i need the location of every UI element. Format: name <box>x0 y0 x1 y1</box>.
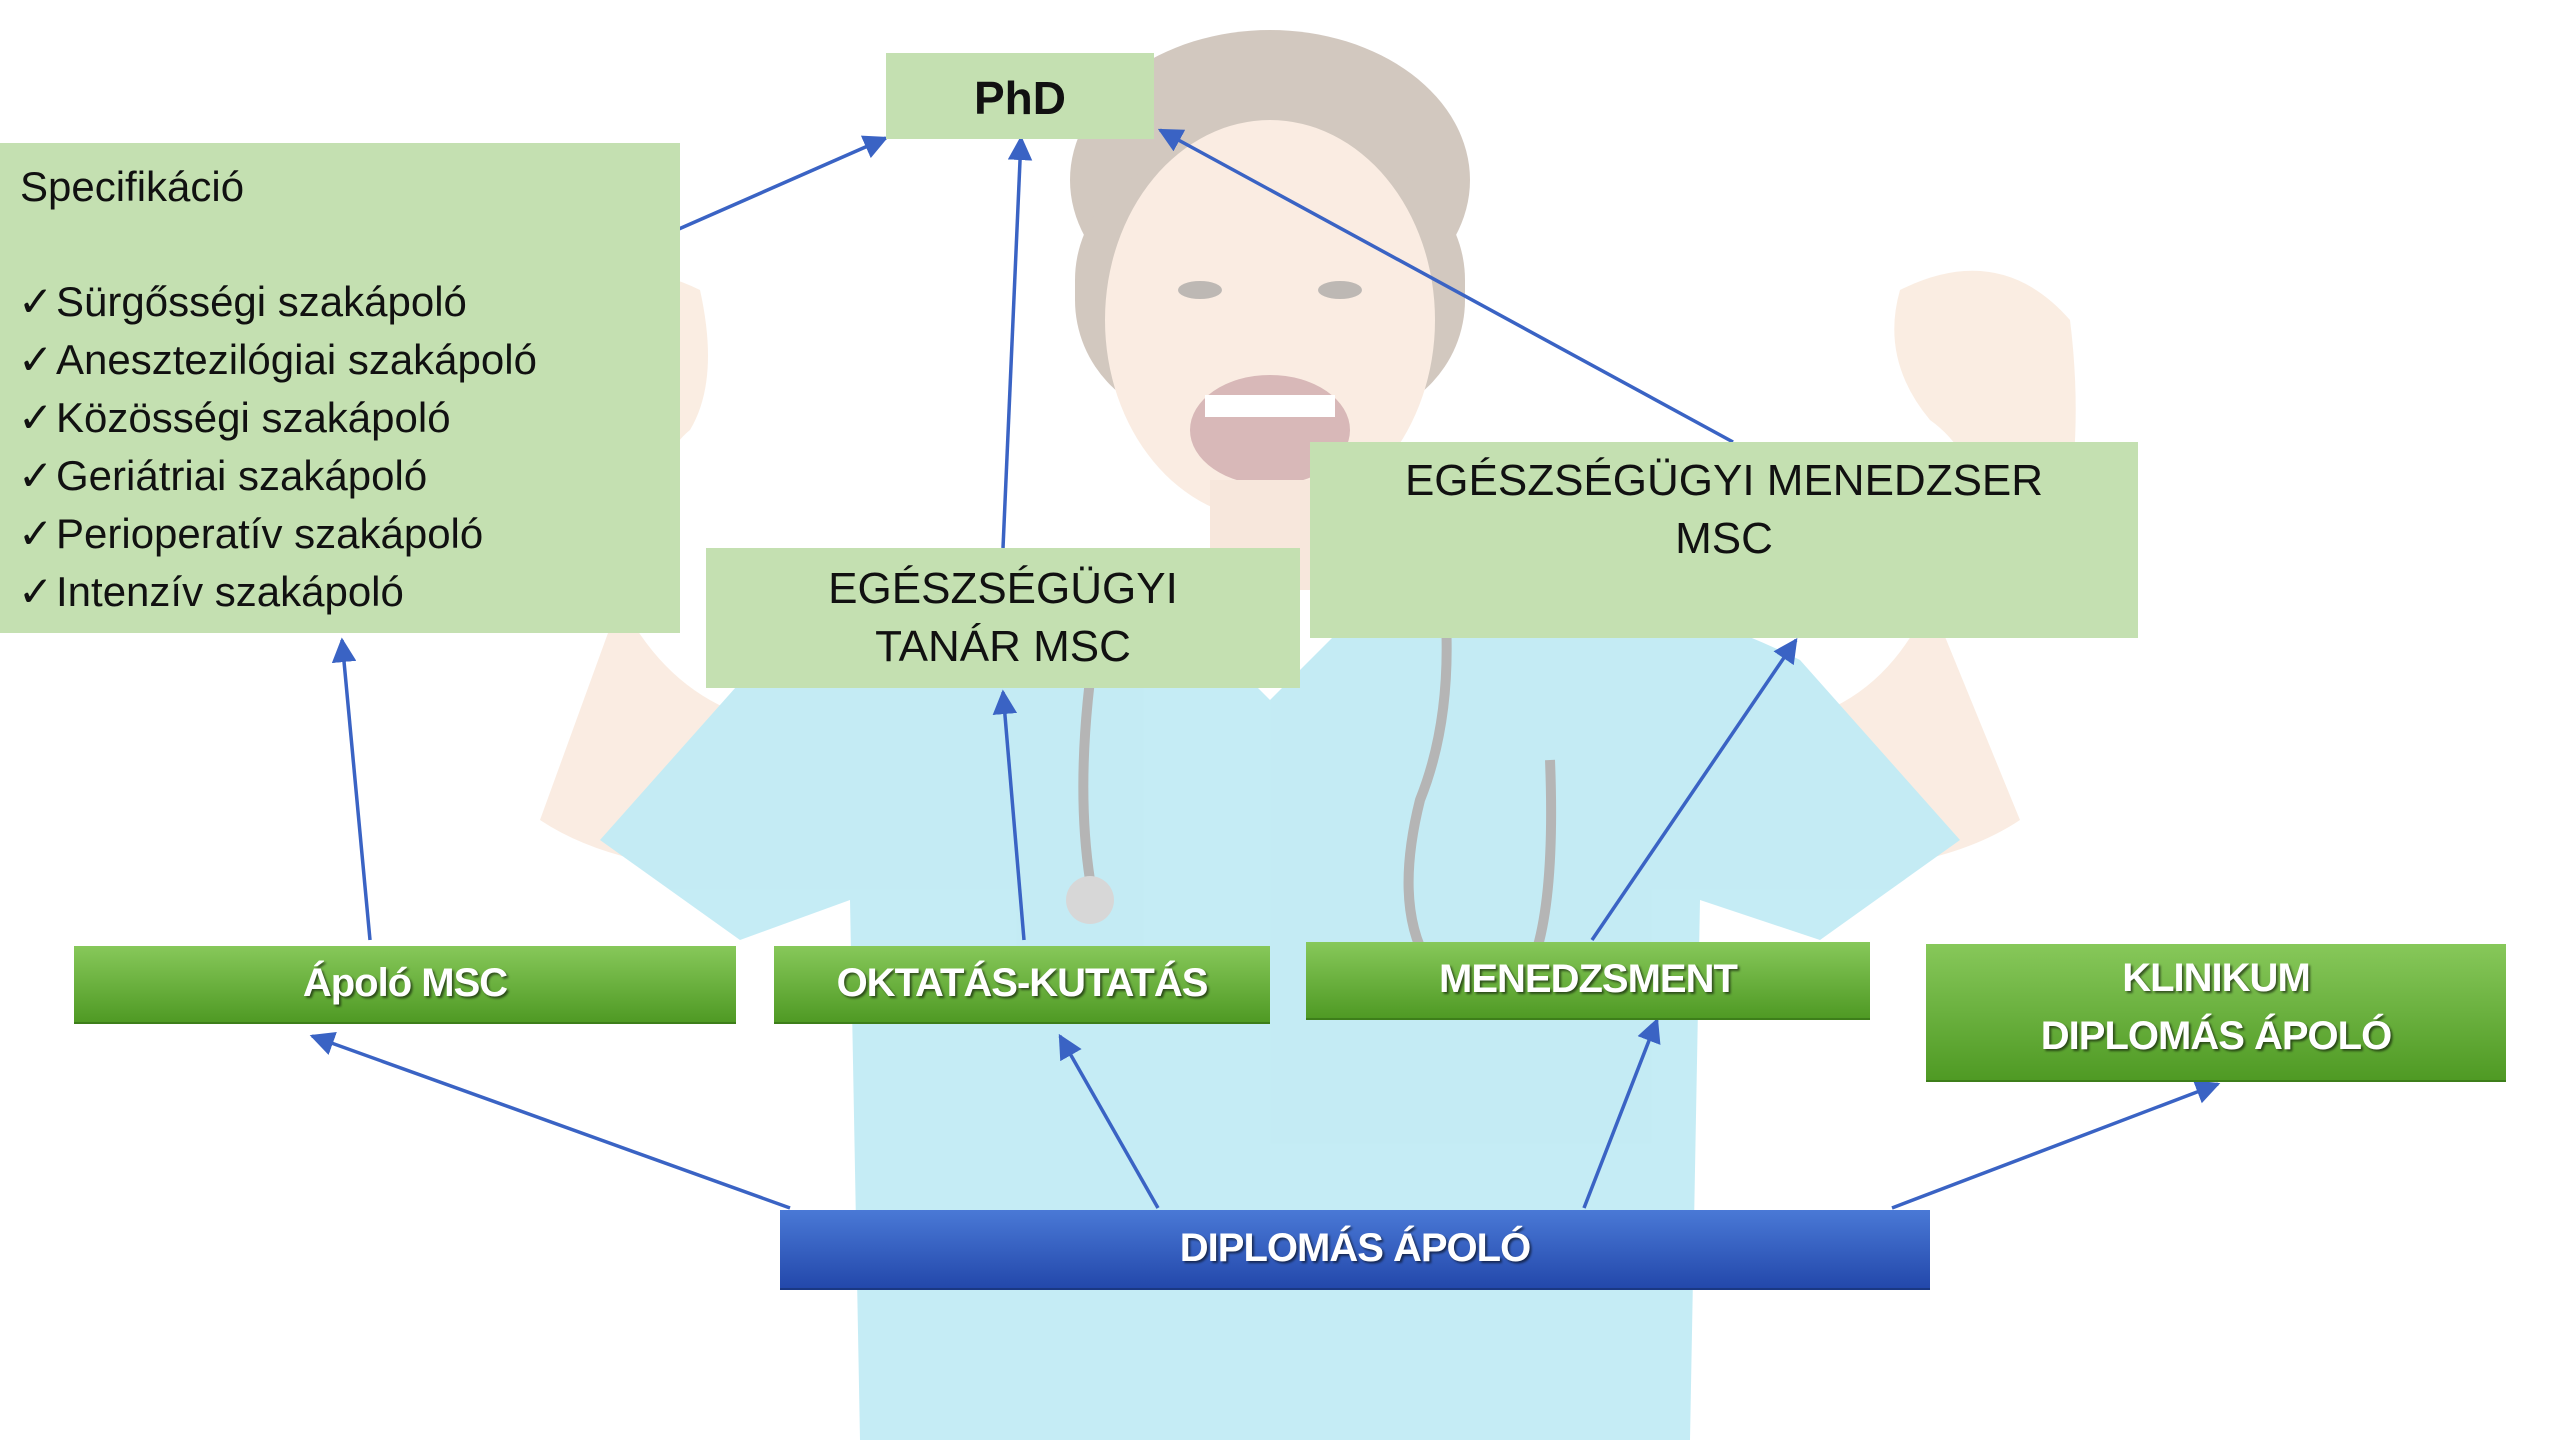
check-icon: ✓ <box>18 568 54 615</box>
specification-list: ✓Sürgősségi szakápoló ✓Anesztezilógiai s… <box>18 273 537 621</box>
diplomas-apolo-label: DIPLOMÁS ÁPOLÓ <box>1179 1226 1531 1270</box>
specification-box: Specifikáció ✓Sürgősségi szakápoló ✓Anes… <box>0 143 680 633</box>
menedzsment-label: MENEDZSMENT <box>1439 957 1738 1001</box>
menedzsment-box: MENEDZSMENT <box>1306 942 1870 1020</box>
list-item: ✓Anesztezilógiai szakápoló <box>18 331 537 389</box>
list-item: ✓Intenzív szakápoló <box>18 563 537 621</box>
diplomas-apolo-box: DIPLOMÁS ÁPOLÓ <box>780 1210 1930 1290</box>
klinikum-box: KLINIKUM DIPLOMÁS ÁPOLÓ <box>1926 944 2506 1082</box>
manager-msc-line2: MSC <box>1675 514 1773 563</box>
list-item: ✓Sürgősségi szakápoló <box>18 273 537 331</box>
teacher-msc-box: EGÉSZSÉGÜGYI TANÁR MSC <box>706 548 1300 688</box>
manager-msc-box: EGÉSZSÉGÜGYI MENEDZSER MSC <box>1310 442 2138 638</box>
check-icon: ✓ <box>18 394 54 441</box>
oktatas-kutatas-box: OKTATÁS-KUTATÁS <box>774 946 1270 1024</box>
list-item: ✓Perioperatív szakápoló <box>18 505 537 563</box>
oktatas-kutatas-label: OKTATÁS-KUTATÁS <box>836 961 1209 1005</box>
apolo-msc-label: Ápoló MSC <box>302 961 508 1005</box>
phd-label: PhD <box>974 72 1066 124</box>
check-icon: ✓ <box>18 336 54 383</box>
teacher-msc-line1: EGÉSZSÉGÜGYI <box>828 564 1178 613</box>
check-icon: ✓ <box>18 510 54 557</box>
manager-msc-line1: EGÉSZSÉGÜGYI MENEDZSER <box>1404 456 2044 505</box>
check-icon: ✓ <box>18 278 54 325</box>
list-item: ✓Geriátriai szakápoló <box>18 447 537 505</box>
apolo-msc-box: Ápoló MSC <box>74 946 736 1024</box>
list-item: ✓Közösségi szakápoló <box>18 389 537 447</box>
klinikum-line1: KLINIKUM <box>2122 956 2311 1000</box>
specification-title: Specifikáció <box>20 163 245 210</box>
klinikum-line2: DIPLOMÁS ÁPOLÓ <box>2040 1014 2392 1058</box>
check-icon: ✓ <box>18 452 54 499</box>
teacher-msc-line2: TANÁR MSC <box>875 622 1131 671</box>
phd-box: PhD <box>886 53 1154 139</box>
